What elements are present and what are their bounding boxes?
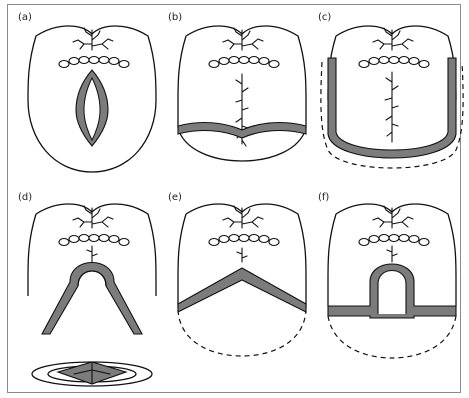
- panel-c: [321, 26, 463, 168]
- panel-label-f: (f): [318, 192, 329, 203]
- panel-d: [28, 204, 156, 334]
- panel-label-e: (e): [168, 192, 182, 203]
- panel-label-b: (b): [168, 12, 182, 23]
- panel-label-a: (a): [18, 12, 32, 23]
- panel-e: [178, 204, 306, 356]
- panel-b: [178, 26, 306, 161]
- panel-label-c: (c): [318, 12, 331, 23]
- panel-a: [28, 26, 156, 172]
- panel-label-d: (d): [18, 192, 32, 203]
- panel-f: [328, 204, 456, 358]
- panel-d-cross-section: [32, 362, 152, 386]
